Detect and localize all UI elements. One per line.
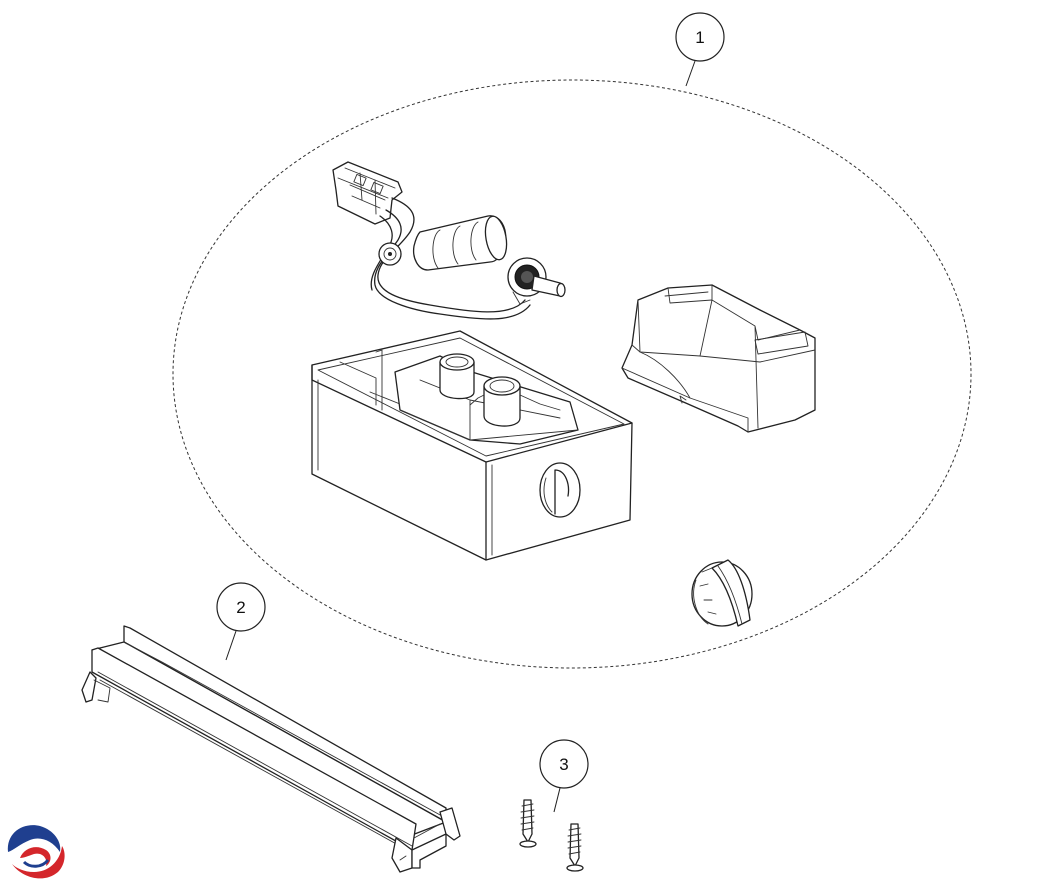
brand-swirl-logo-icon (4, 824, 68, 888)
callout-3-leader (553, 787, 561, 813)
control-knob-part (691, 559, 753, 627)
wiring-harness-part (332, 161, 566, 320)
screw-right-part (566, 823, 584, 872)
mounting-rail-part (81, 625, 461, 873)
callout-1-number: 1 (695, 28, 704, 47)
callout-2-number: 2 (236, 598, 245, 617)
callout-3[interactable]: 3 (539, 739, 589, 813)
callout-3-number: 3 (559, 755, 568, 774)
cover-lid-part (621, 284, 816, 433)
screw-left-part (519, 799, 537, 848)
assembly-group-outline (172, 79, 972, 669)
callout-2-leader (225, 630, 237, 661)
callout-2[interactable]: 2 (216, 582, 266, 661)
callout-1-leader (685, 60, 696, 87)
callout-1[interactable]: 1 (675, 12, 725, 87)
housing-box-part (311, 330, 633, 561)
